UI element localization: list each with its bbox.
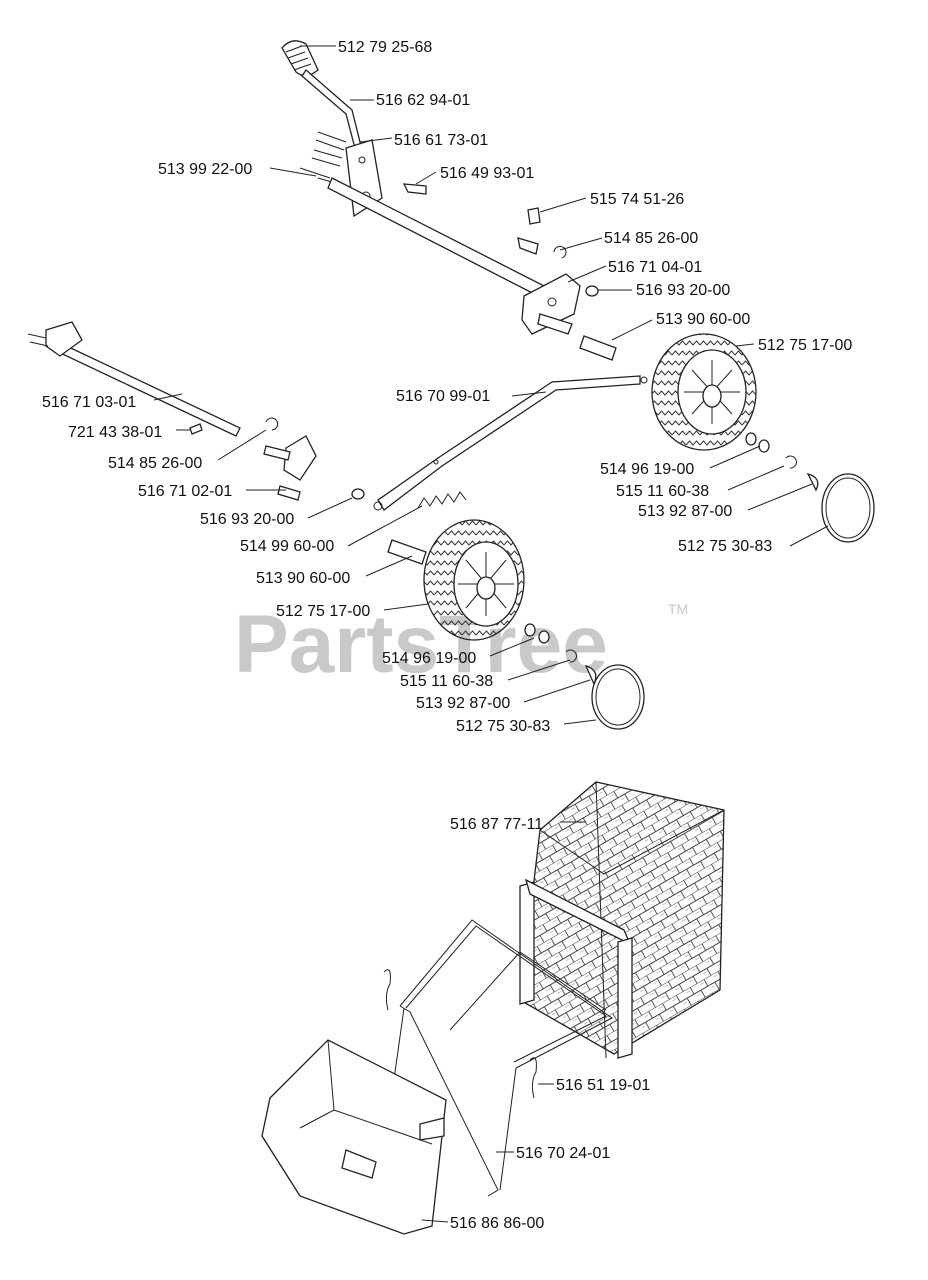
right-axle-plate — [521, 273, 581, 335]
rear-axle-rod — [53, 341, 241, 437]
part-label-721-43-38-01: 721 43 38-01 — [68, 424, 162, 441]
part-label-512-75-17-00-top: 512 75 17-00 — [758, 337, 852, 354]
left-axle-plate — [283, 435, 317, 481]
axle-plate — [45, 321, 83, 357]
part-label-515-11-60-38-left: 515 11 60-38 — [400, 673, 493, 690]
part-label-513-92-87-00-left: 513 92 87-00 — [416, 695, 510, 712]
e-clip — [553, 245, 567, 259]
part-label-512-75-17-00-left: 512 75 17-00 — [276, 603, 370, 620]
deflector-chute — [261, 1039, 447, 1235]
wheel-retainer — [785, 455, 797, 469]
part-labels: 512 79 25-68 516 62 94-01 516 61 73-01 5… — [42, 39, 852, 1232]
grass-catcher — [261, 781, 725, 1235]
part-label-512-75-30-83-left: 512 75 30-83 — [456, 718, 550, 735]
part-label-516-62-94-01: 516 62 94-01 — [376, 92, 470, 109]
part-label-516-71-02-01: 516 71 02-01 — [138, 483, 232, 500]
part-label-516-49-93-01: 516 49 93-01 — [440, 165, 534, 182]
part-label-516-93-20-00-top: 516 93 20-00 — [636, 282, 730, 299]
right-wheel — [651, 333, 875, 543]
part-label-516-70-99-01: 516 70 99-01 — [396, 388, 490, 405]
part-label-512-79-25-68: 512 79 25-68 — [338, 39, 432, 56]
leader-lines — [153, 45, 829, 1223]
pin-part — [527, 207, 541, 225]
axle-clip — [265, 417, 279, 431]
left-bushing — [387, 539, 427, 565]
lever-rod — [301, 69, 363, 153]
hair-pin-right — [529, 1057, 537, 1099]
grip-part — [281, 40, 319, 77]
axle-pin — [189, 423, 203, 435]
part-label-515-74-51-26: 515 74 51-26 — [590, 191, 684, 208]
part-label-514-85-26-00-top: 514 85 26-00 — [604, 230, 698, 247]
part-label-515-11-60-38-top: 515 11 60-38 — [616, 483, 709, 500]
small-clip — [402, 183, 427, 195]
bolt-set — [299, 131, 347, 187]
part-label-514-99-60-00: 514 99 60-00 — [240, 538, 334, 555]
part-label-516-86-86-00: 516 86 86-00 — [450, 1215, 544, 1232]
part-label-516-71-03-01: 516 71 03-01 — [42, 394, 136, 411]
part-label-514-96-19-00-left: 514 96 19-00 — [382, 650, 476, 667]
wheel-washer-b — [758, 439, 770, 453]
watermark-text: PartsTree — [234, 599, 608, 690]
stub-axle — [537, 313, 573, 335]
part-label-516-70-24-01: 516 70 24-01 — [516, 1145, 610, 1162]
part-label-514-85-26-00-left: 514 85 26-00 — [108, 455, 202, 472]
hub-cap — [806, 472, 819, 492]
part-label-512-75-30-83-top: 512 75 30-83 — [678, 538, 772, 555]
spring — [417, 491, 467, 509]
left-washer — [351, 488, 365, 500]
part-label-516-87-77-11: 516 87 77-11 — [450, 816, 543, 833]
part-label-516-93-20-00-left: 516 93 20-00 — [200, 511, 294, 528]
left-wheel — [387, 519, 645, 730]
watermark-trademark: TM — [668, 601, 688, 617]
washer — [585, 285, 599, 297]
left-axle-assembly — [27, 321, 365, 501]
wheel-washer-a — [745, 432, 757, 446]
part-label-513-90-60-00-top: 513 90 60-00 — [656, 311, 750, 328]
hub-cover — [821, 473, 875, 543]
bushing — [579, 335, 617, 361]
part-label-513-92-87-00-top: 513 92 87-00 — [638, 503, 732, 520]
part-label-516-71-04-01: 516 71 04-01 — [608, 259, 702, 276]
part-label-516-51-19-01: 516 51 19-01 — [556, 1077, 650, 1094]
height-adjust-rod — [373, 375, 648, 511]
part-label-513-99-22-00: 513 99 22-00 — [158, 161, 252, 178]
hair-pin-left — [383, 969, 391, 1011]
part-label-514-96-19-00-top: 514 96 19-00 — [600, 461, 694, 478]
handle-lever-assembly — [281, 40, 617, 361]
part-label-516-61-73-01: 516 61 73-01 — [394, 132, 488, 149]
part-label-513-90-60-00-left: 513 90 60-00 — [256, 570, 350, 587]
rod-bracket — [517, 237, 539, 255]
